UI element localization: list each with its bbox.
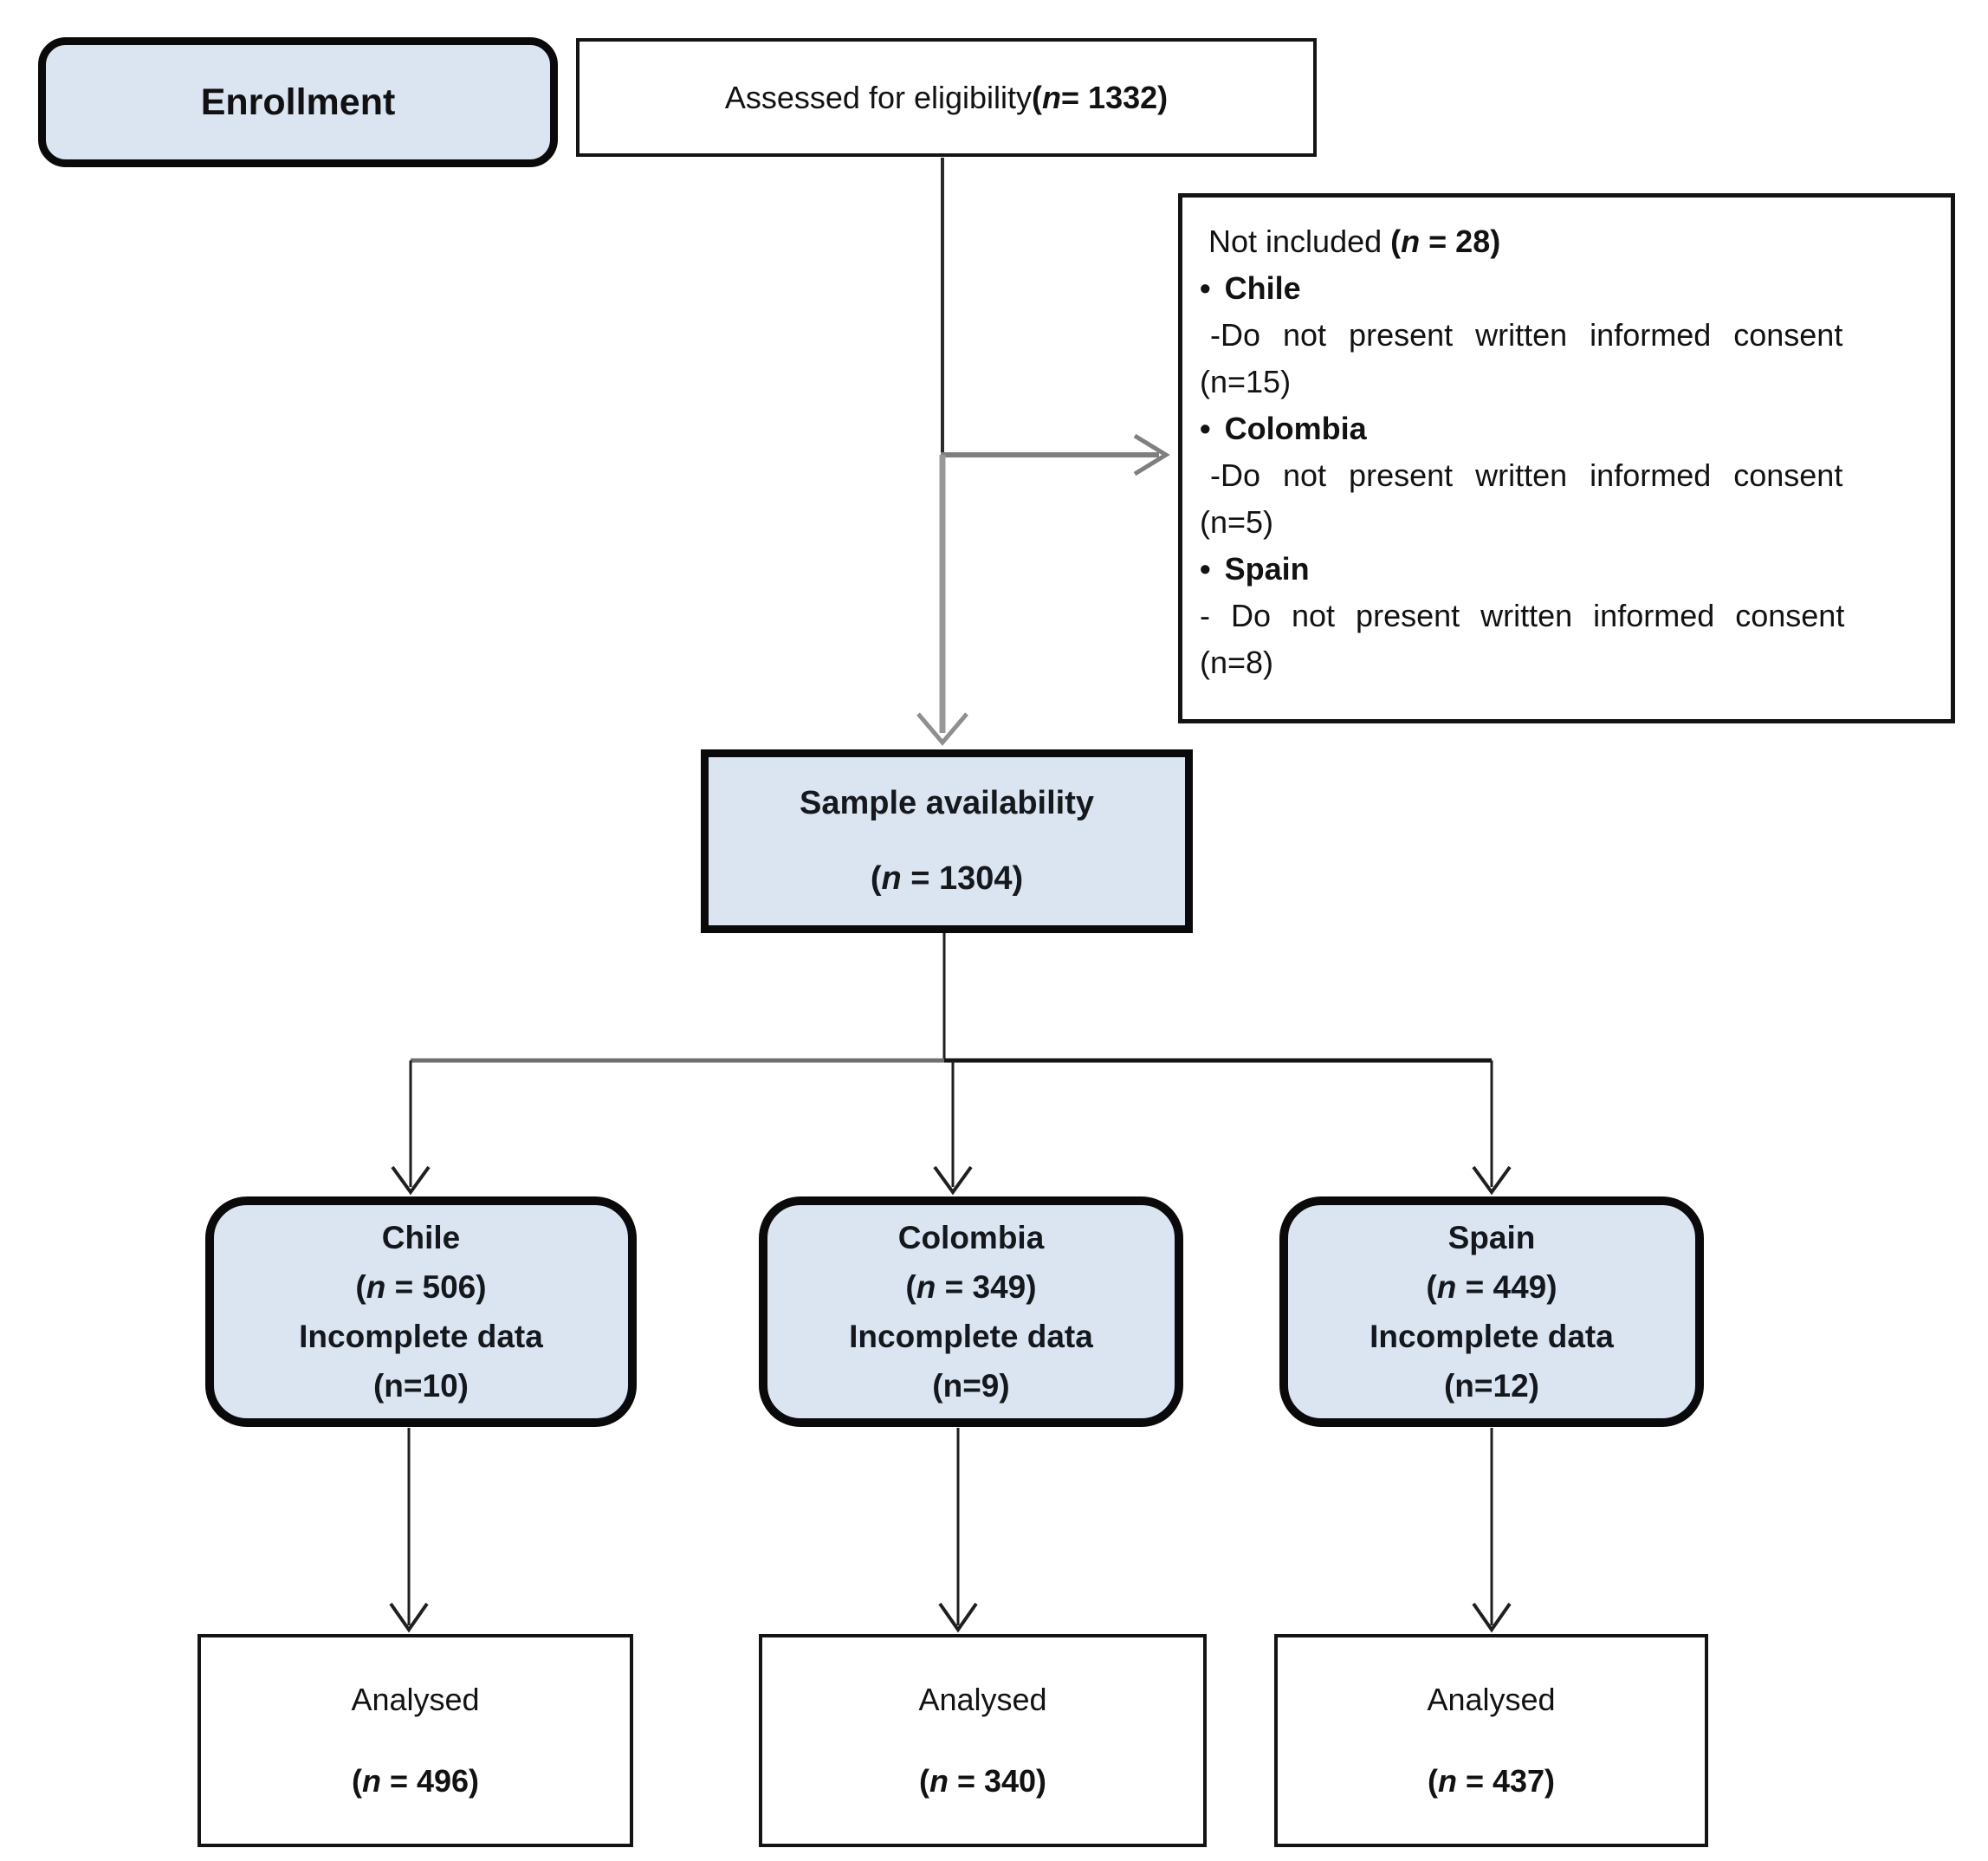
- not-included-n: n: [1401, 224, 1421, 259]
- enrollment-box: Enrollment: [38, 37, 558, 167]
- n-open: (: [355, 1269, 366, 1305]
- country-label: Chile: [1224, 270, 1301, 306]
- analysed-box-spain: Analysed (n = 437): [1274, 1634, 1708, 1847]
- incomplete-count: (n=10): [372, 1368, 469, 1404]
- not-included-reason-colombia: -Do not present written informed consent: [1210, 457, 1843, 493]
- arrowhead-down-sample-icon: [916, 712, 968, 746]
- country-name: Spain: [1447, 1220, 1536, 1255]
- not-included-count-spain: (n=8): [1200, 645, 1274, 680]
- arrowhead-analysed-spain-icon: [1472, 1602, 1512, 1633]
- country-label: Colombia: [1224, 411, 1367, 446]
- assessed-n: n: [1042, 79, 1062, 115]
- incomplete-label: Incomplete data: [1370, 1319, 1614, 1354]
- n-value: = 340): [948, 1763, 1047, 1799]
- spain-box: Spain (n = 449) Incomplete data (n=12): [1279, 1196, 1704, 1427]
- incomplete-label: Incomplete data: [849, 1319, 1093, 1354]
- n-open: (: [918, 1763, 929, 1799]
- country-name: Colombia: [897, 1220, 1045, 1255]
- not-included-count-colombia: (n=5): [1200, 504, 1274, 540]
- not-included-n-open: (: [1390, 224, 1402, 259]
- analysed-n: (n = 437): [1428, 1763, 1555, 1799]
- country-n: (n = 449): [1426, 1262, 1557, 1312]
- assessed-box: Assessed for eligibility (n = 1332): [576, 38, 1317, 157]
- sample-availability-n: (n = 1304): [871, 860, 1023, 898]
- n-value: = 506): [385, 1269, 487, 1305]
- analysed-label: Analysed: [1427, 1682, 1556, 1717]
- enrollment-label: Enrollment: [200, 81, 396, 123]
- sample-n-open: (: [870, 860, 882, 897]
- colombia-box: Colombia (n = 349) Incomplete data (n=9): [759, 1196, 1183, 1427]
- analysed-label: Analysed: [351, 1682, 480, 1717]
- analysed-box-chile: Analysed (n = 496): [198, 1634, 633, 1847]
- chile-box: Chile (n = 506) Incomplete data (n=10): [205, 1196, 637, 1427]
- assessed-n-value: = 1332): [1061, 79, 1169, 115]
- sample-availability-box: Sample availability (n = 1304): [701, 749, 1193, 933]
- not-included-header: Not included (n = 28): [1200, 218, 1939, 265]
- arrowhead-down-chile-icon: [391, 1165, 431, 1196]
- n-open: (: [905, 1269, 916, 1305]
- n-open: (: [351, 1763, 362, 1799]
- assessed-n-open: (: [1032, 79, 1043, 115]
- sample-availability-title: Sample availability: [799, 785, 1095, 821]
- n: n: [361, 1763, 381, 1799]
- not-included-label: Not included: [1208, 224, 1391, 259]
- not-included-country-spain: • Spain: [1200, 546, 1939, 593]
- analysed-n: (n = 340): [919, 1763, 1046, 1799]
- n-value: = 349): [936, 1269, 1037, 1305]
- sample-n-value: = 1304): [901, 860, 1024, 897]
- not-included-country-chile: • Chile: [1200, 265, 1939, 312]
- incomplete-label: Incomplete data: [299, 1319, 543, 1354]
- n-open: (: [1427, 1763, 1438, 1799]
- not-included-reason-spain: - Do not present written informed consen…: [1200, 598, 1845, 633]
- arrowhead-down-spain-icon: [1472, 1165, 1512, 1196]
- n: n: [916, 1269, 936, 1305]
- not-included-box: Not included (n = 28) • Chile -Do not pre…: [1178, 193, 1955, 723]
- bullet-icon: •: [1200, 270, 1211, 306]
- n-value: = 496): [380, 1763, 480, 1799]
- assessed-label: Assessed for eligibility: [724, 79, 1033, 115]
- incomplete-count: (n=9): [932, 1368, 1010, 1404]
- not-included-count-chile: (n=15): [1200, 364, 1292, 399]
- country-label: Spain: [1224, 551, 1310, 587]
- arrowhead-down-colombia-icon: [933, 1165, 973, 1196]
- country-n: (n = 506): [355, 1262, 486, 1312]
- n-value: = 449): [1456, 1269, 1557, 1305]
- country-name: Chile: [381, 1220, 461, 1255]
- analysed-box-colombia: Analysed (n = 340): [759, 1634, 1207, 1847]
- analysed-n: (n = 496): [352, 1763, 479, 1799]
- n-open: (: [1426, 1269, 1437, 1305]
- n: n: [1436, 1269, 1457, 1305]
- n: n: [1437, 1763, 1457, 1799]
- not-included-country-colombia: • Colombia: [1200, 405, 1939, 452]
- arrowhead-right-icon: [1133, 433, 1170, 477]
- n: n: [366, 1269, 386, 1305]
- n: n: [929, 1763, 949, 1799]
- arrowhead-analysed-chile-icon: [389, 1602, 429, 1633]
- bullet-icon: •: [1200, 411, 1211, 446]
- analysed-label: Analysed: [918, 1682, 1047, 1717]
- arrowhead-analysed-colombia-icon: [938, 1602, 978, 1633]
- sample-n: n: [881, 860, 902, 897]
- not-included-n-value: = 28): [1420, 224, 1501, 259]
- not-included-reason-chile: -Do not present written informed consent: [1210, 317, 1843, 353]
- country-n: (n = 349): [905, 1262, 1036, 1312]
- n-value: = 437): [1456, 1763, 1556, 1799]
- incomplete-count: (n=12): [1443, 1368, 1539, 1404]
- bullet-icon: •: [1200, 551, 1211, 587]
